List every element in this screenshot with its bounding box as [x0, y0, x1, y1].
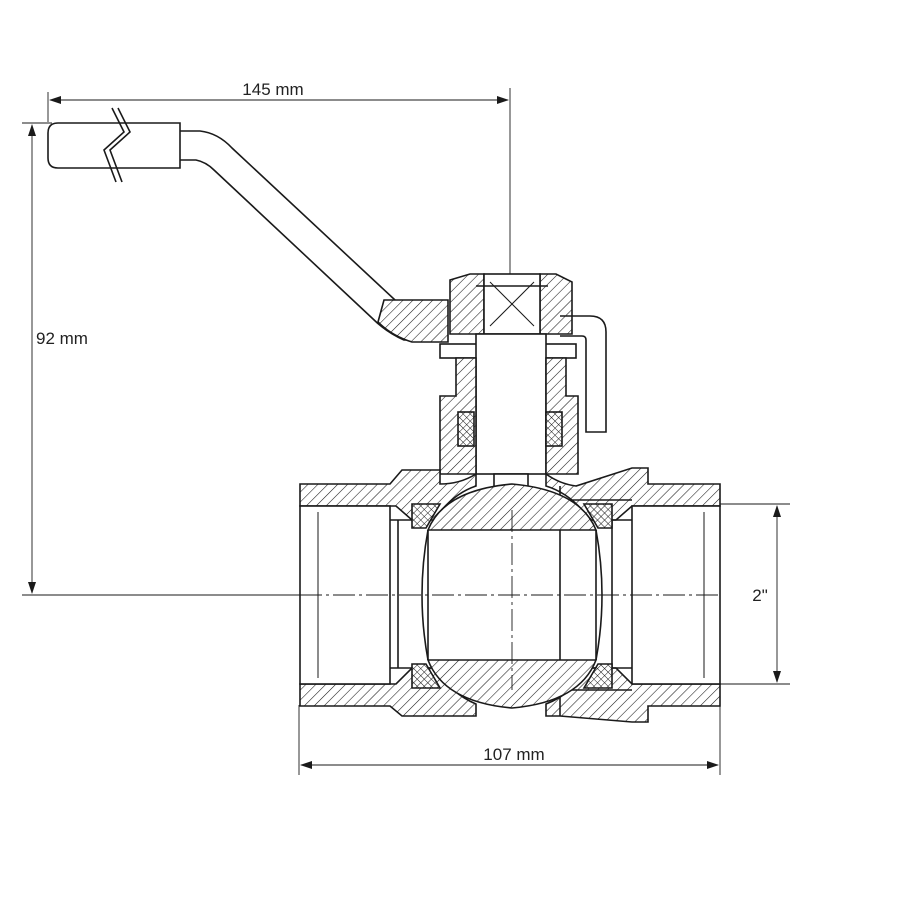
- handle-length-label: 145 mm: [242, 80, 303, 99]
- center-lines: [300, 510, 720, 690]
- dimension-body-length: 107 mm: [298, 705, 721, 775]
- stem-nut-left: [449, 273, 485, 335]
- height-label: 92 mm: [36, 329, 88, 348]
- body-length-label: 107 mm: [483, 745, 544, 764]
- dimension-handle-length: 145 mm: [47, 80, 511, 275]
- packing-right: [545, 411, 563, 447]
- break-symbol: [103, 107, 125, 183]
- thread-size-label: 2": [752, 586, 768, 605]
- seat-lower-left: [411, 663, 442, 689]
- valve-lever: [47, 107, 449, 343]
- seat-lower-right: [582, 663, 613, 689]
- stop-pin: [560, 315, 607, 433]
- seat-upper-right: [582, 503, 613, 529]
- ball-upper: [426, 483, 598, 531]
- stem-nut-right: [539, 273, 573, 335]
- lever-section: [377, 299, 449, 343]
- dimension-height: 92 mm: [22, 122, 300, 596]
- packing-left: [457, 411, 475, 447]
- seat-upper-left: [411, 503, 442, 529]
- stem: [475, 333, 547, 475]
- stem-assembly: [439, 273, 607, 517]
